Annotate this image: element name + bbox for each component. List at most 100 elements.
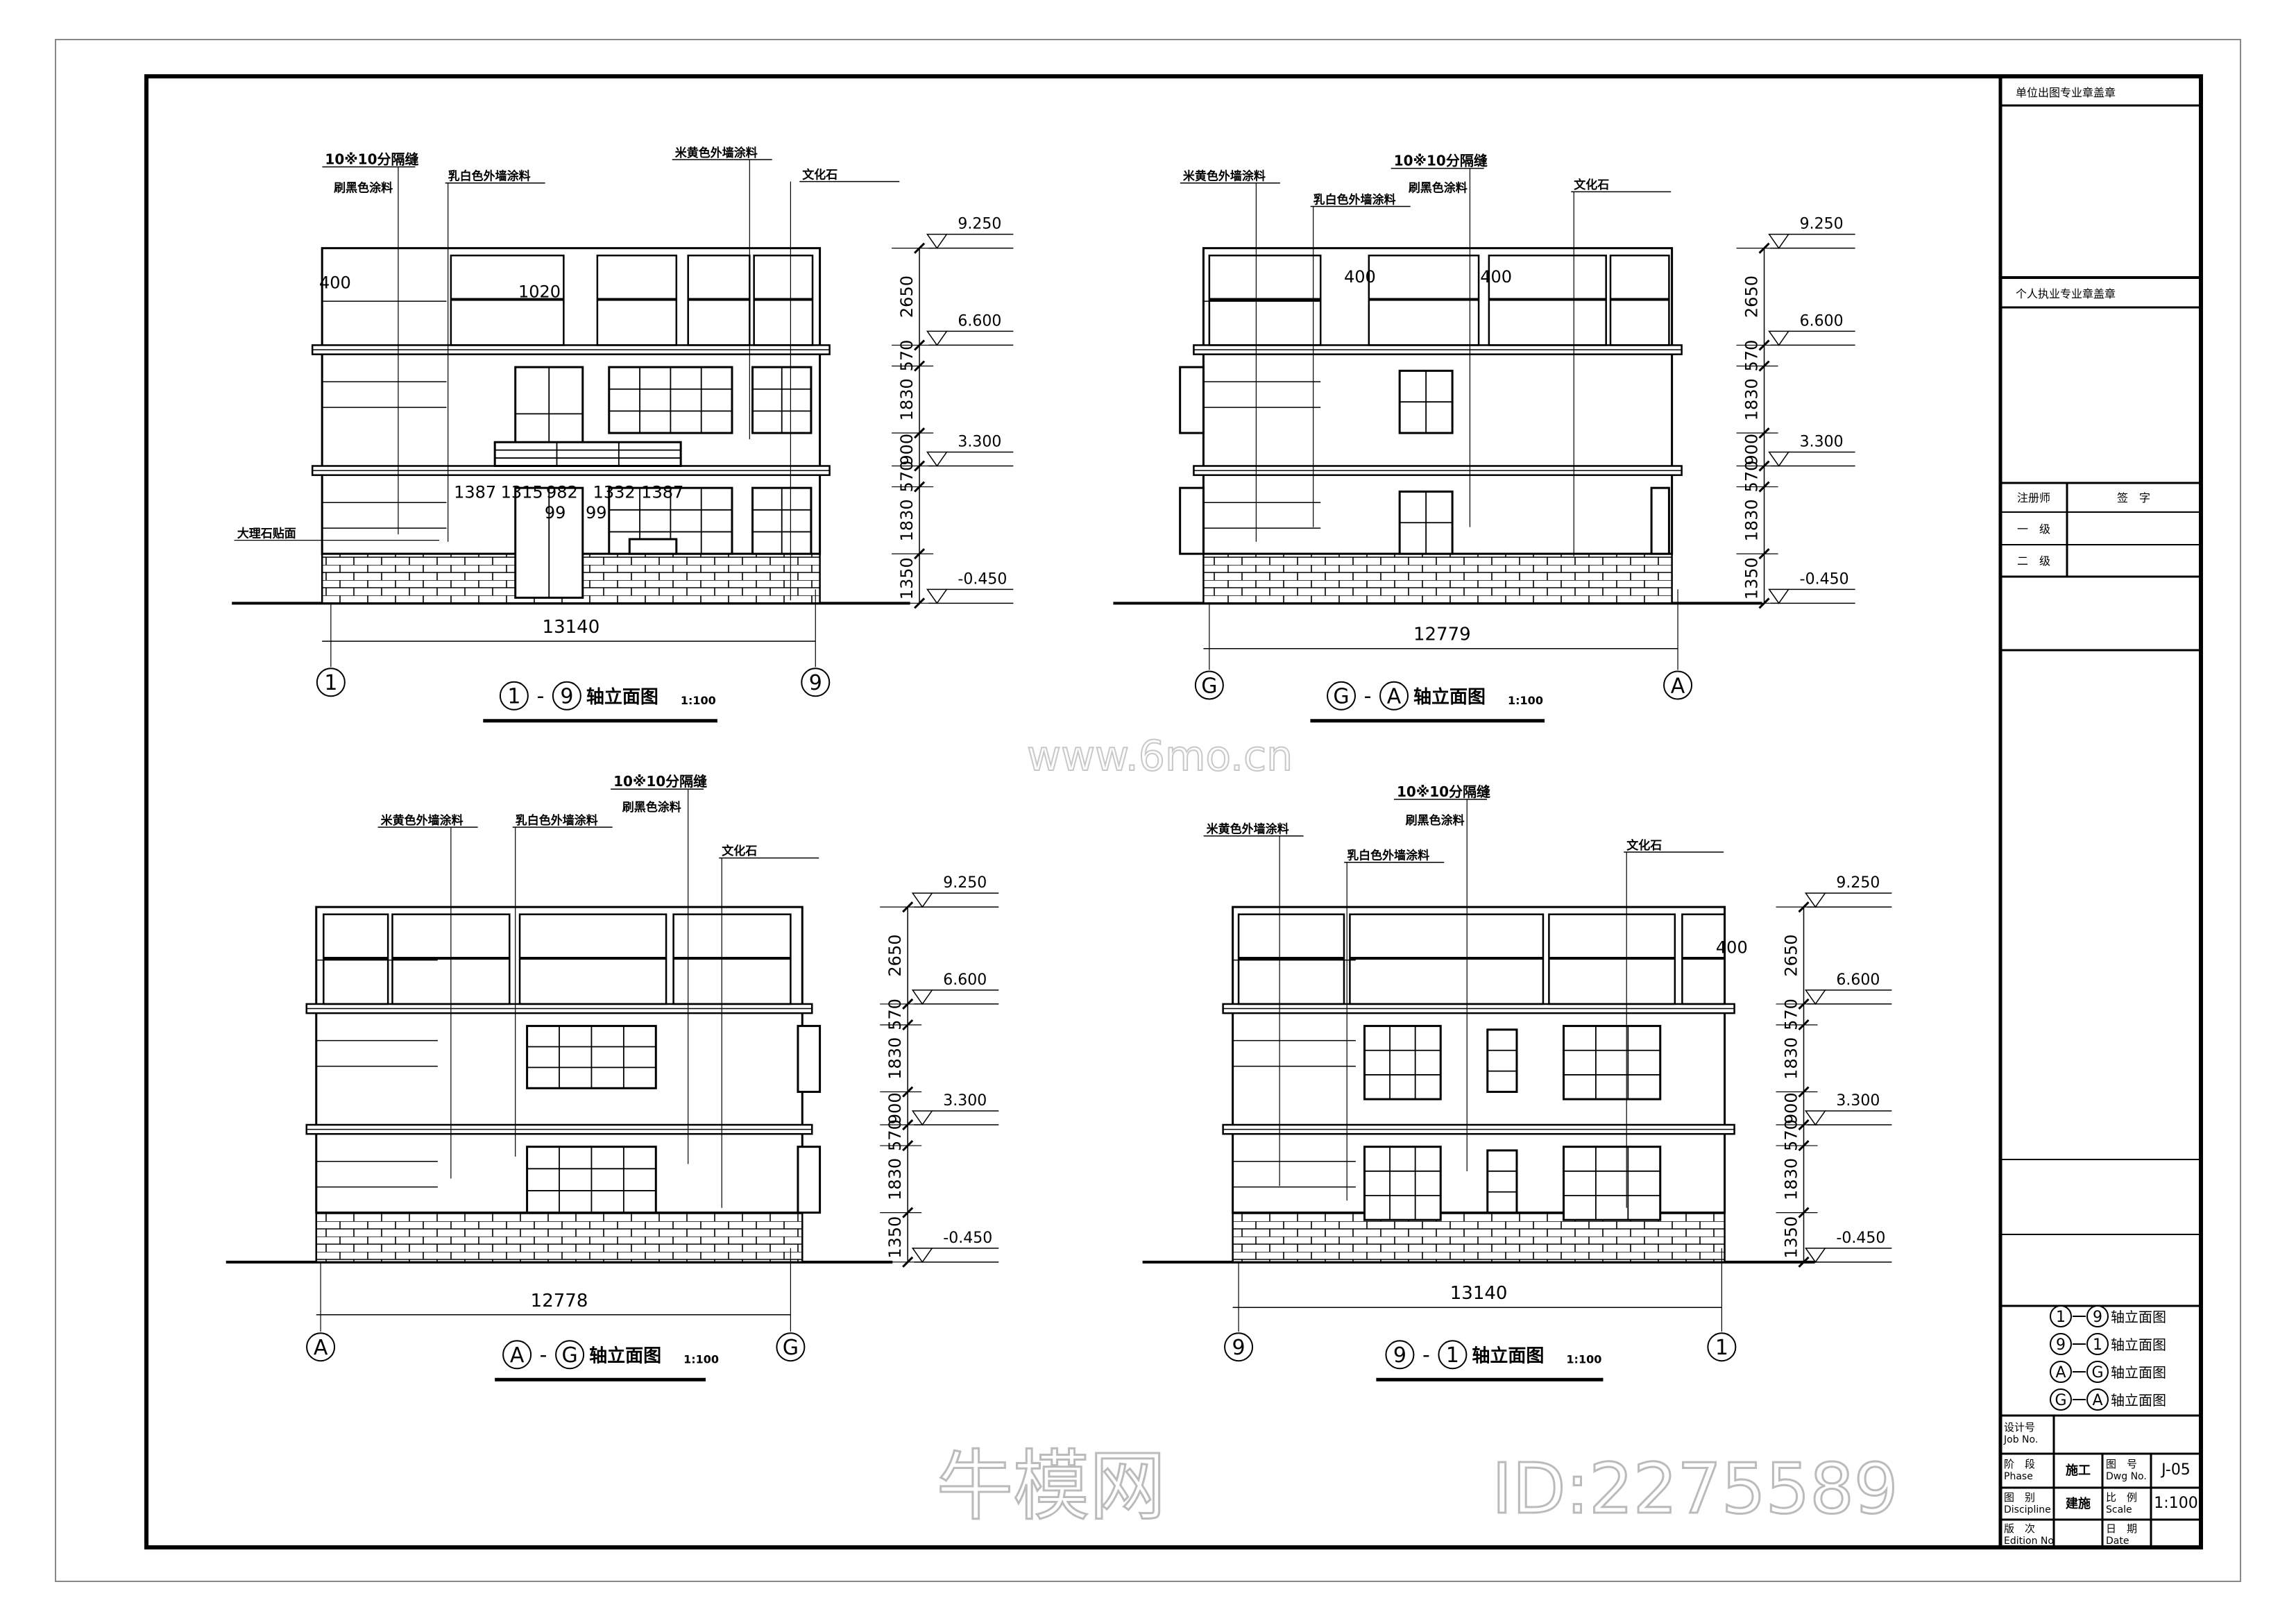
axis-bubble-right: G — [783, 1336, 799, 1360]
axis-bubble-left: G — [1201, 674, 1217, 698]
axis-bubble-right-circle — [776, 1332, 806, 1362]
drawing-list-item: 轴立面图 — [2111, 1336, 2166, 1353]
title-axis-left-circle — [1327, 681, 1357, 711]
level-triangle-icon — [1768, 233, 1790, 249]
title-scale: 1:100 — [1508, 694, 1543, 707]
annotation-beige: 米黄色外墙涂料 — [1183, 169, 1266, 184]
personal-stamp-label: 个人执业专业章盖章 — [2016, 287, 2116, 300]
signature-label: 签 字 — [2117, 491, 2150, 504]
edition-label: 版 次 — [2004, 1522, 2035, 1535]
list-axis-left: 9 — [2056, 1336, 2066, 1354]
window — [493, 441, 682, 468]
width-dimension-value: 13140 — [543, 617, 600, 638]
dimension-tick-mark — [914, 360, 926, 372]
building-outline — [1232, 906, 1726, 1214]
title-axis-right: G — [561, 1343, 577, 1368]
axis-bubble-right-circle — [801, 668, 831, 697]
dimension-tick-mark — [1758, 427, 1770, 439]
dimension-tick-mark — [914, 427, 926, 439]
list-axis-right: 1 — [2093, 1336, 2102, 1354]
level-triangle-icon — [1804, 1110, 1826, 1126]
dimension-tick-mark — [1798, 1256, 1810, 1268]
dimension-tick-mark — [914, 339, 926, 351]
axis-bubble-right: 1 — [1715, 1336, 1728, 1360]
annotation-black: 刷黑色涂料 — [1409, 180, 1468, 195]
window — [1562, 1146, 1662, 1221]
watermark-id: ID:2275589 — [1492, 1448, 1898, 1529]
dimension-value: 2650 — [897, 275, 917, 318]
list-axis-left: G — [2055, 1392, 2066, 1409]
title-axis-left: 1 — [507, 685, 520, 709]
dimension-value: 400 — [1480, 267, 1512, 287]
level-value: 6.600 — [1836, 971, 1880, 989]
watermark-brand-large: 牛模网 — [937, 1442, 1166, 1531]
dimension-value: 1830 — [897, 499, 917, 541]
window — [1486, 1028, 1518, 1094]
title-separator: - — [540, 1343, 547, 1367]
axis-bubble-left: 9 — [1232, 1336, 1245, 1360]
dimension-tick-mark — [1798, 1140, 1810, 1152]
phase-label-en: Phase — [2004, 1471, 2033, 1482]
axis-bubble-left: 1 — [324, 671, 337, 695]
discipline-label-en: Discipline — [2004, 1504, 2051, 1515]
title-axis-right-circle — [552, 681, 581, 711]
level-value: -0.450 — [1800, 570, 1849, 588]
list-axis-left: 1 — [2056, 1309, 2066, 1326]
width-dimension-value: 12778 — [531, 1291, 588, 1311]
level-triangle-icon — [1804, 989, 1826, 1005]
discipline-value: 建施 — [2066, 1496, 2091, 1511]
title-axis-right: 9 — [560, 685, 573, 709]
window — [1363, 1025, 1442, 1101]
dimension-tick-mark — [902, 1140, 914, 1152]
dimension-value: 570 — [1782, 999, 1801, 1030]
level-triangle-icon — [1768, 451, 1790, 467]
level-value: 3.300 — [958, 434, 1001, 451]
dimension-value: 1830 — [885, 1037, 905, 1080]
dimension-tick-mark — [914, 548, 926, 560]
level-value: -0.450 — [958, 570, 1007, 588]
dimension-tick-mark — [1798, 901, 1810, 913]
window — [1486, 1149, 1518, 1214]
dimension-tick-mark — [1758, 242, 1770, 254]
axis-bubble-left-circle — [1194, 670, 1224, 700]
date-label: 日 期 — [2106, 1522, 2137, 1535]
annotation-stone: 文化石 — [722, 844, 757, 858]
dimension-tick-mark — [1758, 481, 1770, 493]
title-text: 轴立面图 — [1472, 1345, 1544, 1366]
dimension-tick-mark — [1798, 1086, 1810, 1098]
title-axis-left: G — [1333, 685, 1349, 709]
title-text: 轴立面图 — [1413, 686, 1486, 708]
dimension-value: 1332 — [593, 482, 636, 502]
list-axis-right: G — [2091, 1364, 2103, 1382]
axis-bubble-right-circle — [1663, 670, 1693, 700]
list-axis-right-circle — [2086, 1361, 2109, 1383]
title-scale: 1:100 — [681, 694, 716, 707]
dimension-value: 400 — [319, 273, 351, 293]
axis-bubble-left-circle — [316, 668, 346, 697]
dimension-tick-mark — [914, 481, 926, 493]
level-triangle-icon — [926, 451, 948, 467]
title-axis-right: 1 — [1446, 1343, 1459, 1368]
annotation-stone: 文化石 — [802, 167, 837, 182]
annotation-joint: 10※10分隔缝 — [1394, 152, 1488, 169]
dimension-value: 99 — [586, 503, 607, 522]
title-scale: 1:100 — [683, 1352, 719, 1366]
level-triangle-icon — [911, 989, 933, 1005]
phase-value: 施工 — [2066, 1463, 2091, 1478]
drawing-list-item: 轴立面图 — [2111, 1309, 2166, 1325]
drawing-frame — [144, 74, 2203, 1549]
dimension-value: 2650 — [885, 934, 905, 976]
axis-bubble-left-circle — [1224, 1332, 1254, 1362]
title-separator: - — [1422, 1343, 1430, 1367]
dimension-value: 1830 — [1782, 1037, 1801, 1080]
title-axis-right-circle — [1438, 1340, 1468, 1370]
elevation-2: 9.2506.6003.300-0.4502650570183090057018… — [1113, 152, 1855, 723]
title-scale: 1:100 — [1566, 1352, 1601, 1366]
level-triangle-icon — [926, 233, 948, 249]
brick-plinth — [1202, 552, 1673, 604]
dwg-no-value: J-05 — [2160, 1461, 2191, 1479]
